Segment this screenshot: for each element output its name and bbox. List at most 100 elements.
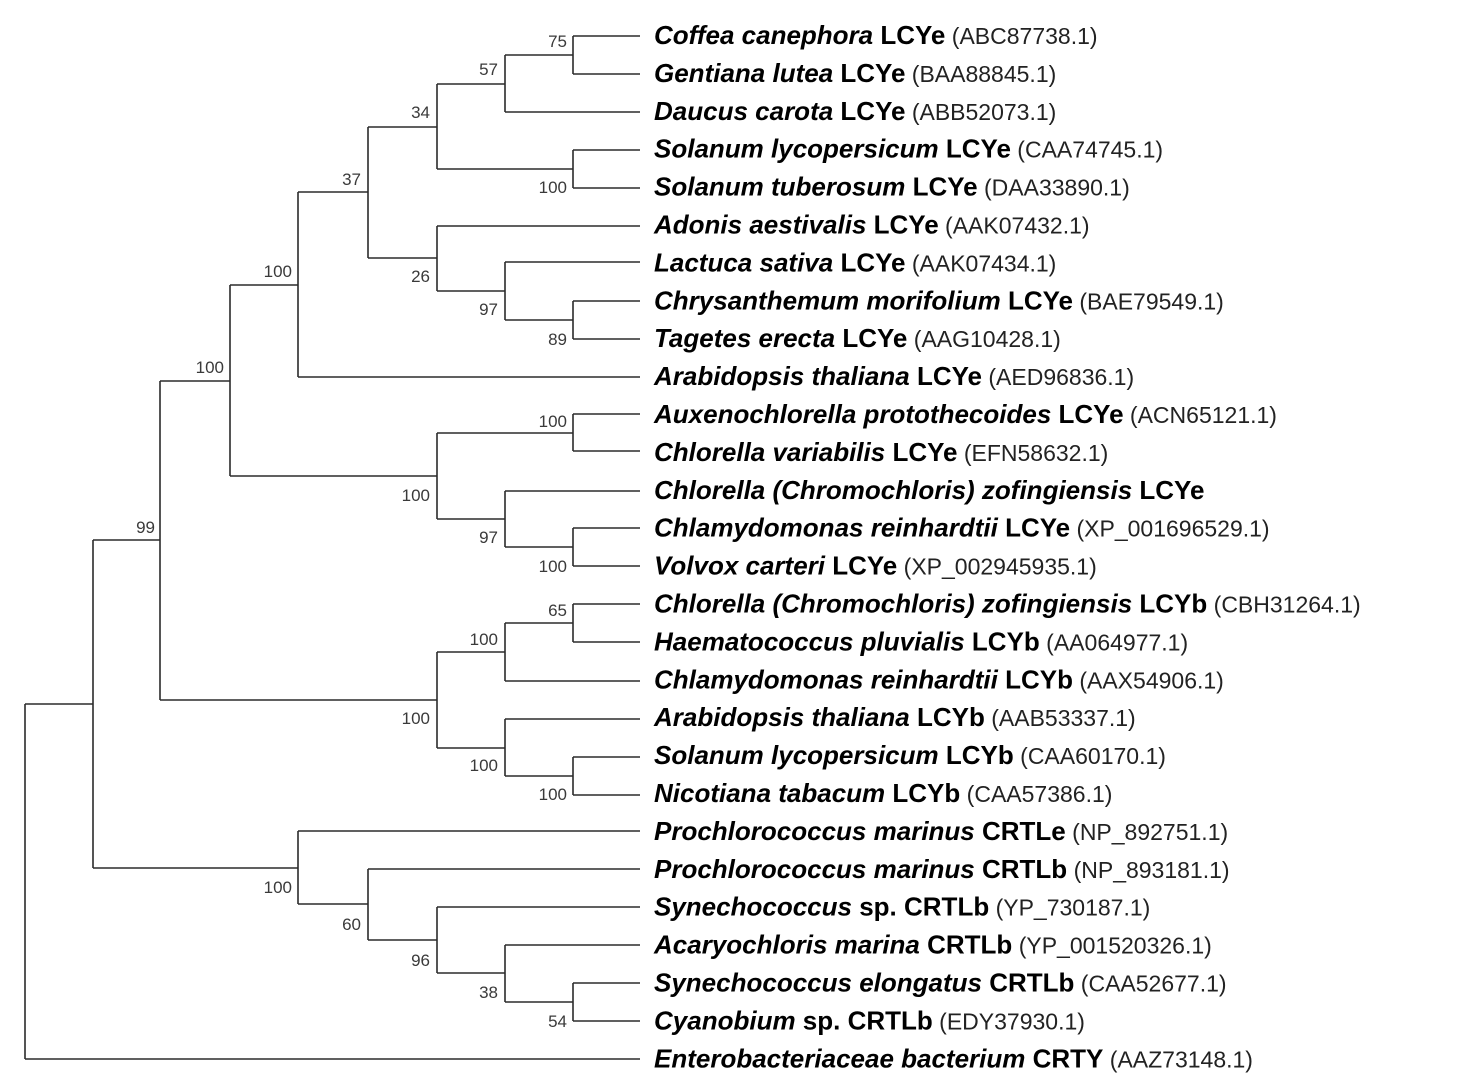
taxon-species: Solanum tuberosum xyxy=(654,172,905,202)
taxon-species: Chrysanthemum morifolium xyxy=(654,285,1001,315)
support-value: 99 xyxy=(136,518,155,537)
taxon-accession: (CBH31264.1) xyxy=(1207,592,1360,618)
taxon-accession: (NP_893181.1) xyxy=(1067,857,1229,883)
support-value: 37 xyxy=(342,170,361,189)
taxon-species: Chlorella (Chromochloris) zofingiensis xyxy=(654,589,1132,619)
taxon-gene: LCYe xyxy=(998,513,1070,543)
taxon-accession: (AA064977.1) xyxy=(1040,629,1188,655)
branch xyxy=(572,756,640,796)
taxon-gene: LCYb xyxy=(965,626,1040,656)
taxon-species: Chlamydomonas reinhardtii xyxy=(654,664,999,694)
branch xyxy=(572,413,640,452)
branch xyxy=(572,527,640,567)
taxon-accession: (DAA33890.1) xyxy=(978,175,1130,201)
support-value: 100 xyxy=(539,557,567,576)
taxon-accession: (ABB52073.1) xyxy=(905,99,1056,125)
taxon-species: Solanum lycopersicum xyxy=(654,740,939,770)
branch xyxy=(297,191,640,378)
taxon-label: Solanum lycopersicum LCYe (CAA74745.1) xyxy=(654,134,1163,164)
taxon-gene: LCYe xyxy=(835,323,907,353)
taxon-gene: LCYb xyxy=(939,740,1014,770)
taxon-species: Gentiana lutea xyxy=(654,58,833,88)
taxon-accession: (XP_001696529.1) xyxy=(1070,516,1270,542)
taxon-accession: (YP_001520326.1) xyxy=(1012,933,1212,959)
taxon-accession: (AAX54906.1) xyxy=(1073,667,1224,693)
taxon-accession: (CAA52677.1) xyxy=(1074,971,1226,997)
taxon-label: Gentiana lutea LCYe (BAA88845.1) xyxy=(654,58,1056,88)
taxon-gene: LCYe xyxy=(866,210,938,240)
support-value: 100 xyxy=(196,358,224,377)
taxon-gene: LCYe xyxy=(1132,475,1204,505)
taxon-gene: CRTY xyxy=(1025,1043,1103,1073)
branch xyxy=(297,830,640,905)
taxon-species: Prochlorococcus marinus xyxy=(654,816,975,846)
branch xyxy=(436,225,640,292)
taxon-label: Enterobacteriaceae bacterium CRTY (AAZ73… xyxy=(654,1043,1253,1073)
taxon-label: Solanum tuberosum LCYe (DAA33890.1) xyxy=(654,172,1130,202)
branch xyxy=(572,300,640,340)
taxon-label: Lactuca sativa LCYe (AAK07434.1) xyxy=(654,247,1056,277)
support-value: 100 xyxy=(539,178,567,197)
taxon-species: Tagetes erecta xyxy=(654,323,835,353)
taxon-accession: (ABC87738.1) xyxy=(945,23,1097,49)
taxon-accession: (EDY37930.1) xyxy=(933,1008,1085,1034)
taxon-species: Chlamydomonas reinhardtii xyxy=(654,513,999,543)
taxon-species-suffix: sp. xyxy=(852,892,897,922)
taxon-accession: (EFN58632.1) xyxy=(957,440,1108,466)
branch xyxy=(436,651,505,749)
taxon-gene: LCYe xyxy=(825,551,897,581)
taxon-label: Adonis aestivalis LCYe (AAK07432.1) xyxy=(653,210,1090,240)
support-values: 75 57 34 100 37 26 97 89 100 100 100 97 … xyxy=(136,32,567,1031)
taxon-gene: LCYe xyxy=(833,96,905,126)
support-value: 89 xyxy=(548,330,567,349)
taxon-gene: LCYe xyxy=(939,134,1011,164)
taxon-label: Volvox carteri LCYe (XP_002945935.1) xyxy=(654,551,1097,581)
taxon-species: Lactuca sativa xyxy=(654,247,833,277)
support-value: 100 xyxy=(402,486,430,505)
branch xyxy=(367,126,437,259)
taxon-label: Haematococcus pluvialis LCYb (AA064977.1… xyxy=(654,626,1188,656)
taxon-accession: (AAK07434.1) xyxy=(905,250,1056,276)
taxon-label: Arabidopsis thaliana LCYb (AAB53337.1) xyxy=(653,702,1136,732)
branch xyxy=(159,380,437,701)
taxon-species: Enterobacteriaceae bacterium xyxy=(654,1043,1025,1073)
support-value: 34 xyxy=(411,103,430,122)
taxon-accession: (ACN65121.1) xyxy=(1124,402,1277,428)
branch xyxy=(572,982,640,1022)
taxon-species: Coffea canephora xyxy=(654,20,873,50)
support-value: 100 xyxy=(402,709,430,728)
taxon-label: Chlorella (Chromochloris) zofingiensis L… xyxy=(654,589,1361,619)
taxon-gene: CRTLb xyxy=(975,854,1067,884)
taxon-label: Chlorella variabilis LCYe (EFN58632.1) xyxy=(654,437,1108,467)
taxon-species: Volvox carteri xyxy=(654,551,826,581)
taxon-gene: LCYe xyxy=(833,58,905,88)
taxon-label: Nicotiana tabacum LCYb (CAA57386.1) xyxy=(654,778,1112,808)
taxon-gene: CRTLe xyxy=(975,816,1066,846)
taxon-gene: LCYe xyxy=(910,361,982,391)
taxon-accession: (CAA60170.1) xyxy=(1014,743,1166,769)
taxon-label: Chrysanthemum morifolium LCYe (BAE79549.… xyxy=(654,285,1224,315)
taxon-species: Cyanobium xyxy=(654,1005,796,1035)
support-value: 65 xyxy=(548,601,567,620)
taxon-species: Chlorella (Chromochloris) zofingiensis xyxy=(654,475,1132,505)
taxon-accession: (AAB53337.1) xyxy=(985,705,1136,731)
taxon-accession: (AED96836.1) xyxy=(982,364,1134,390)
branch xyxy=(572,35,640,75)
taxon-label: Chlorella (Chromochloris) zofingiensis L… xyxy=(654,475,1204,505)
taxon-species: Haematococcus pluvialis xyxy=(654,626,965,656)
taxon-gene: LCYb xyxy=(885,778,960,808)
taxon-species: Synechococcus xyxy=(654,892,852,922)
branch xyxy=(92,539,298,869)
taxon-gene: LCYe xyxy=(833,247,905,277)
taxon-accession: (CAA57386.1) xyxy=(960,781,1112,807)
taxon-accession: (AAK07432.1) xyxy=(939,213,1090,239)
taxon-species-suffix: sp. xyxy=(796,1005,841,1035)
support-value: 100 xyxy=(470,756,498,775)
support-value: 97 xyxy=(479,300,498,319)
support-value: 38 xyxy=(479,983,498,1002)
taxon-gene: LCYe xyxy=(1001,285,1073,315)
support-value: 54 xyxy=(548,1012,567,1031)
taxon-gene: LCYb xyxy=(998,664,1073,694)
taxon-gene: LCYe xyxy=(905,172,977,202)
